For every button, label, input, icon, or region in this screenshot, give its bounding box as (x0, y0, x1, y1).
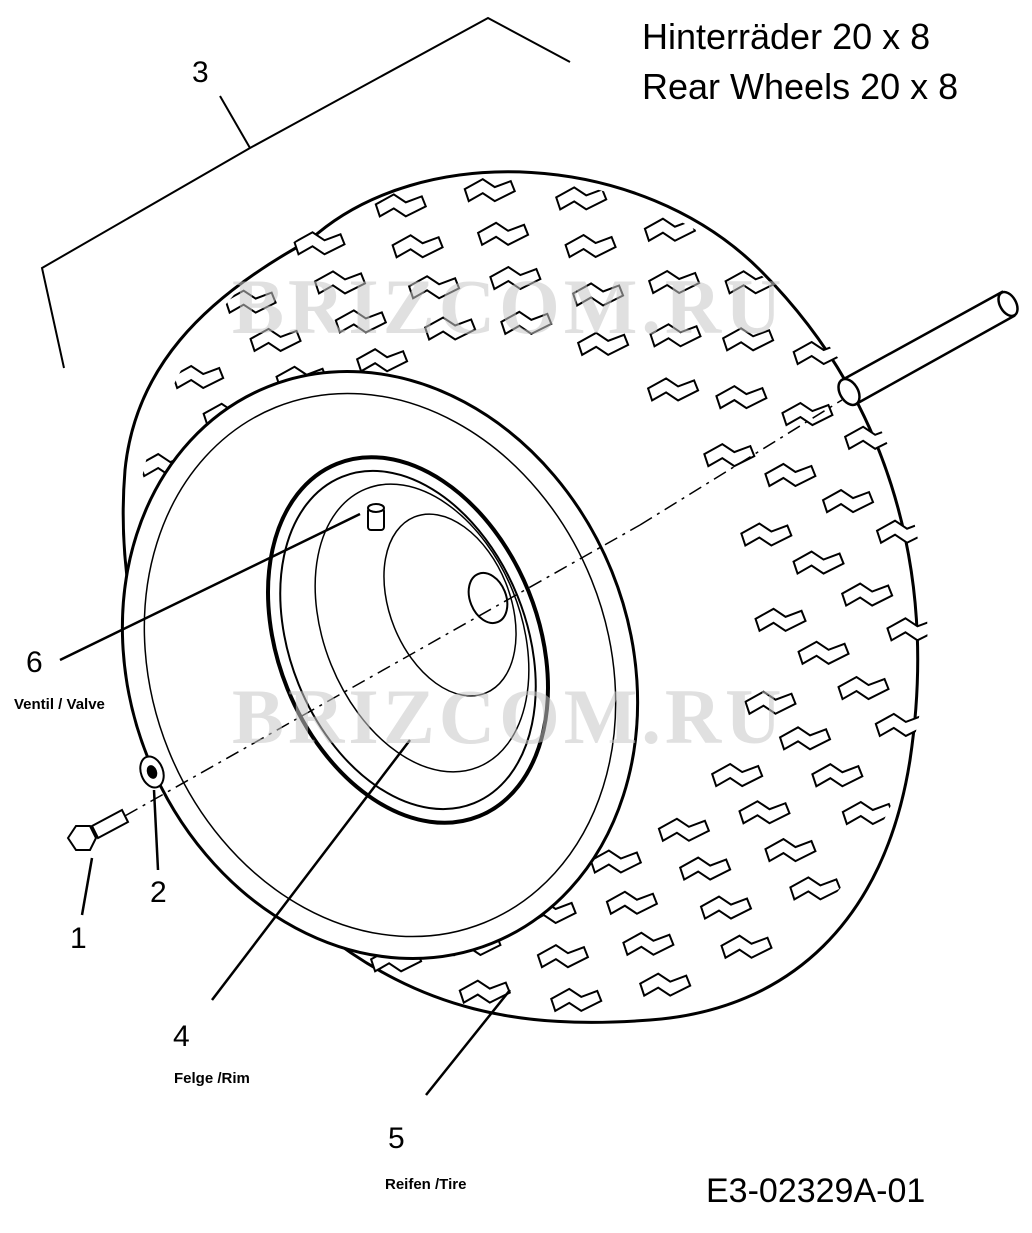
tread-lug (564, 233, 617, 259)
drawing-code: E3-02329A-01 (706, 1172, 926, 1210)
tread-lug (781, 401, 834, 427)
rim-icon (266, 455, 550, 825)
caption-valve: Ventil / Valve (14, 696, 105, 713)
watermark-top: BRIZCOM.RU (232, 263, 786, 350)
tread-lug (764, 462, 817, 488)
tread-lug (489, 265, 542, 291)
tread-lug (647, 269, 701, 295)
callout-6: 6 (26, 646, 43, 679)
title-line-de: Hinterräder 20 x 8 (642, 16, 931, 57)
tread-lug (778, 726, 832, 751)
bolt-icon (66, 808, 130, 851)
tread-lug (678, 856, 732, 882)
callout-2: 2 (150, 876, 167, 909)
tread-lug (646, 377, 700, 402)
tread-lug (754, 607, 807, 633)
tread-lug (407, 275, 461, 300)
tread-lug (657, 817, 711, 843)
tread-lug (840, 582, 894, 608)
tread-lug (721, 327, 775, 352)
tread-lug (249, 327, 302, 353)
tread-lug (576, 331, 630, 357)
caption-tire: Reifen /Tire (385, 1176, 467, 1193)
valve-icon (367, 503, 385, 531)
tread-lug (171, 364, 225, 390)
callout-5: 5 (388, 1122, 405, 1155)
assembly-bracket (40, 16, 571, 369)
tread-lug (555, 186, 608, 211)
callout-4: 4 (173, 1020, 190, 1053)
tread-lug (571, 282, 625, 307)
tire-icon (120, 170, 939, 1024)
tread-lug (811, 763, 864, 788)
caption-rim: Felge /Rim (174, 1070, 250, 1087)
tread-lug (837, 675, 890, 701)
tread-lug (550, 987, 603, 1013)
tread-lug (374, 193, 428, 218)
tread-lug (764, 837, 817, 863)
tread-lug (703, 442, 756, 468)
tread-lug (622, 931, 675, 957)
tread-lug (715, 384, 768, 410)
tread-lug (744, 690, 797, 716)
title-line-en: Rear Wheels 20 x 8 (642, 66, 959, 107)
washer-icon (139, 755, 165, 789)
leader-lines (59, 512, 511, 1096)
tread-lug (720, 934, 773, 960)
axle-icon (837, 290, 1019, 407)
tread-lug (797, 640, 850, 666)
tread-lug (293, 231, 346, 256)
tread-lug (463, 177, 517, 203)
tread-lug (536, 944, 590, 969)
tread-lug (458, 979, 512, 1005)
tread-lug (792, 550, 845, 576)
tread-lug (391, 234, 444, 259)
tread-lug (605, 890, 659, 916)
tread-lug (476, 221, 530, 247)
callout-1: 1 (70, 922, 87, 955)
tread-lug (821, 488, 875, 514)
tread-lug (699, 895, 753, 921)
tread-lug (313, 270, 367, 295)
tread-lug (740, 522, 793, 547)
tread-lug (738, 800, 791, 825)
watermark-middle: BRIZCOM.RU (232, 673, 786, 760)
tread-lug (423, 316, 477, 341)
tread-lug (500, 310, 553, 336)
tread-lug (334, 309, 388, 334)
tread-lug (643, 217, 697, 243)
tread-lug (224, 289, 277, 315)
callout-3: 3 (192, 56, 209, 89)
assembly-axis (99, 399, 843, 831)
tread-lug (649, 323, 702, 348)
tread-lug (710, 762, 764, 788)
tread-lug (355, 348, 409, 373)
tread-lug (589, 849, 643, 874)
tread-lug (638, 972, 692, 998)
